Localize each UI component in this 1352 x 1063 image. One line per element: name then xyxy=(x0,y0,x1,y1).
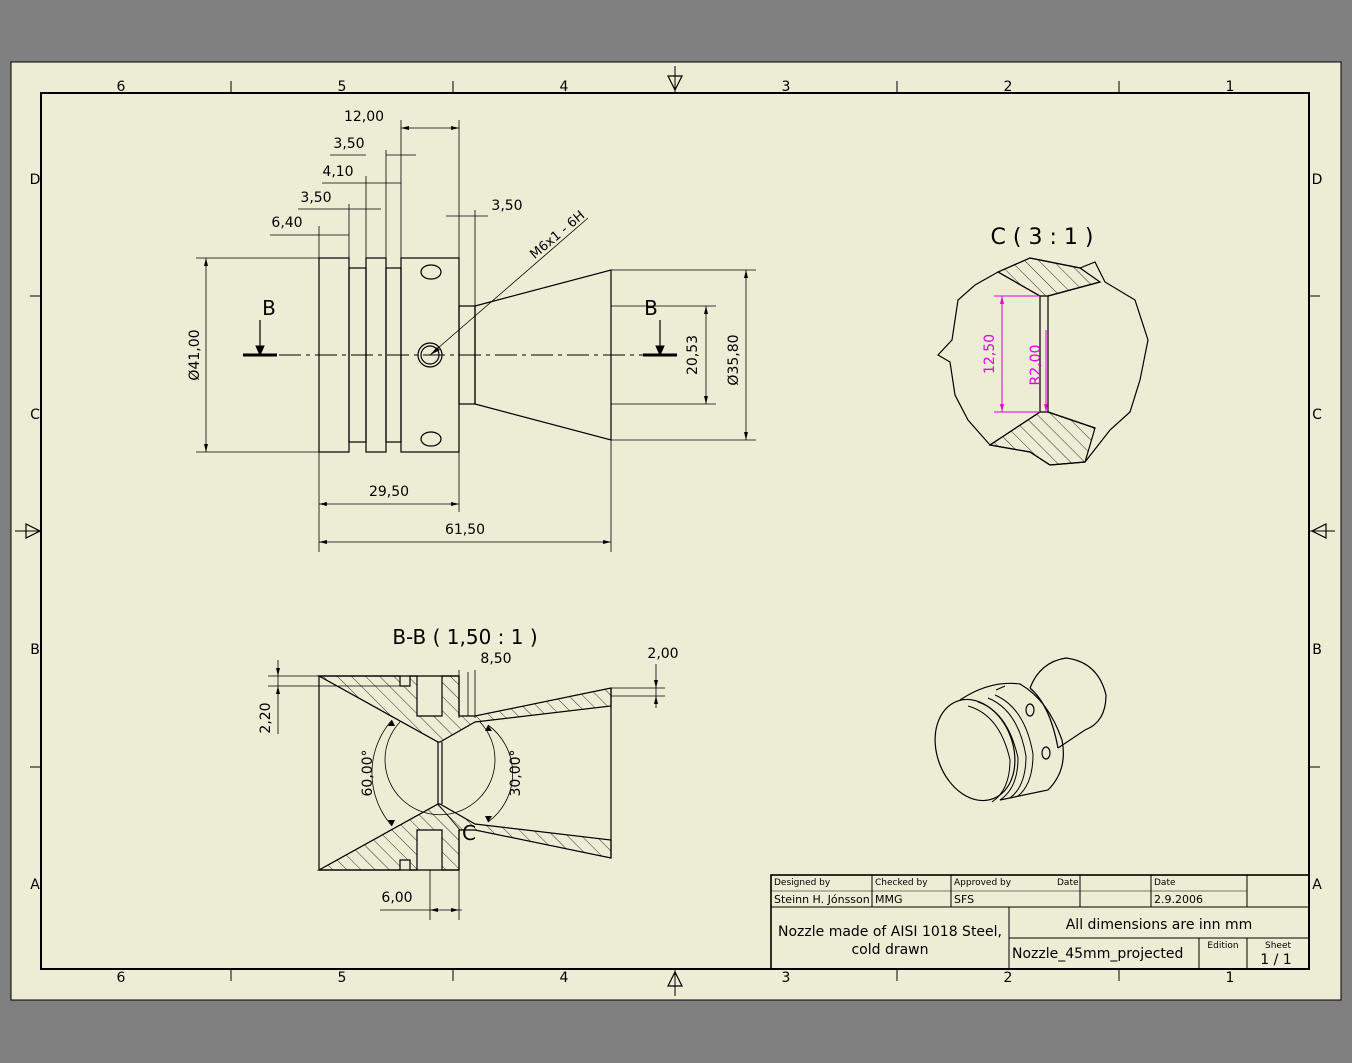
section-mark-right: B xyxy=(644,296,658,320)
drawing-title-line2: cold drawn xyxy=(851,942,928,958)
section-cut-marks xyxy=(243,320,677,357)
zone-col-1-bottom: 1 xyxy=(1226,970,1235,986)
zone-col-5-top: 5 xyxy=(338,79,347,95)
detail-view xyxy=(937,257,1149,466)
zone-col-2-bottom: 2 xyxy=(1004,970,1013,986)
title-block xyxy=(770,874,1310,970)
zone-row-C-left: C xyxy=(30,407,40,423)
approved-by-label: Approved by xyxy=(954,878,1012,888)
dim-8-50: 8,50 xyxy=(480,651,511,667)
center-marks xyxy=(25,75,1327,987)
slot-top xyxy=(420,264,442,280)
dim-6-40: 6,40 xyxy=(271,215,302,231)
zone-col-6-top: 6 xyxy=(117,79,126,95)
zone-row-C-right: C xyxy=(1312,407,1322,423)
zone-col-2-top: 2 xyxy=(1004,79,1013,95)
zone-col-5-bottom: 5 xyxy=(338,970,347,986)
dim-29-50: 29,50 xyxy=(369,484,409,500)
dim-diameter-35-80: Ø35,80 xyxy=(726,334,742,385)
dim-angle-30: 30,00° xyxy=(508,749,524,796)
zone-col-3-bottom: 3 xyxy=(782,970,791,986)
iso-body xyxy=(959,682,1064,801)
designed-by-value: Steinn H. Jónsson xyxy=(774,893,870,906)
section-dimensions xyxy=(268,660,665,920)
zone-labels: 6 5 4 3 2 1 6 5 4 3 2 1 D C B A D C B A xyxy=(30,79,1323,986)
dim-3-50-a: 3,50 xyxy=(333,136,364,152)
throat-circle xyxy=(384,721,496,816)
dim-12-00: 12,00 xyxy=(344,109,384,125)
dim-3-50-c: 3,50 xyxy=(491,198,522,214)
section-dimension-labels: 8,50 2,00 2,20 60,00° 30,00° 6,00 xyxy=(258,646,679,906)
section-dimension-arrows xyxy=(276,668,658,912)
zone-col-3-top: 3 xyxy=(782,79,791,95)
dim-2-00: 2,00 xyxy=(647,646,678,662)
checked-by-label: Checked by xyxy=(875,878,928,888)
detail-view-title: C ( 3 : 1 ) xyxy=(991,225,1094,250)
dim-4-10: 4,10 xyxy=(322,164,353,180)
dim-2-20: 2,20 xyxy=(258,702,274,733)
date-value: 2.9.2006 xyxy=(1154,893,1203,906)
date-label-2: Date xyxy=(1154,878,1176,888)
zone-col-6-bottom: 6 xyxy=(117,970,126,986)
section-view xyxy=(316,675,612,871)
slot-bottom xyxy=(420,431,442,447)
dim-20-53: 20,53 xyxy=(685,335,701,375)
dim-angle-60: 60,00° xyxy=(360,749,376,796)
zone-row-A-left: A xyxy=(30,877,40,893)
dim-diameter-41: Ø41,00 xyxy=(187,329,203,380)
zone-row-A-right: A xyxy=(1312,877,1322,893)
front-dimensions xyxy=(196,120,756,552)
drawing-title-line1: Nozzle made of AISI 1018 Steel, xyxy=(778,924,1002,940)
zone-col-1-top: 1 xyxy=(1226,79,1235,95)
part-name: Nozzle_45mm_projected xyxy=(1012,946,1183,962)
date-label-1: Date xyxy=(1057,878,1079,888)
detail-dim-radius: R2,00 xyxy=(1028,345,1044,386)
designed-by-label: Designed by xyxy=(774,878,831,888)
section-mark-left: B xyxy=(262,296,276,320)
edition-label: Edition xyxy=(1207,941,1238,951)
zone-col-4-top: 4 xyxy=(560,79,569,95)
zone-row-D-left: D xyxy=(30,172,41,188)
detail-dim-12-50: 12,50 xyxy=(982,334,998,374)
angle-arc-30 xyxy=(487,724,514,823)
angle-arc-60 xyxy=(371,719,393,827)
units-note: All dimensions are inn mm xyxy=(1066,917,1253,933)
isometric-view xyxy=(934,657,1107,803)
front-dimension-arrows xyxy=(204,126,748,544)
dim-3-50-b: 3,50 xyxy=(300,190,331,206)
detail-dimensions xyxy=(994,295,1047,413)
checked-by-value: MMG xyxy=(875,893,903,906)
title-block-text: Designed by Steinn H. Jónsson Checked by… xyxy=(774,878,1292,968)
paper-sheet xyxy=(10,61,1342,1001)
iso-front-face xyxy=(934,698,1016,802)
zone-row-B-left: B xyxy=(30,642,40,658)
detail-marker-c: C xyxy=(462,821,476,845)
zone-row-B-right: B xyxy=(1312,642,1322,658)
dim-6-00: 6,00 xyxy=(381,890,412,906)
iso-cone xyxy=(1029,657,1107,749)
detail-hatch-bottom xyxy=(988,411,1096,466)
approved-by-value: SFS xyxy=(954,893,974,906)
zone-col-4-bottom: 4 xyxy=(560,970,569,986)
sheet-value: 1 / 1 xyxy=(1260,952,1291,968)
iso-hole-bottom xyxy=(1041,746,1051,760)
detail-dimension-arrows xyxy=(1000,296,1048,412)
dim-61-50: 61,50 xyxy=(445,522,485,538)
zone-row-D-right: D xyxy=(1312,172,1323,188)
iso-hole-top xyxy=(1025,703,1035,717)
iso-cone-edge xyxy=(1029,687,1059,749)
section-view-title: B-B ( 1,50 : 1 ) xyxy=(392,625,537,649)
sheet-label: Sheet xyxy=(1265,941,1291,951)
